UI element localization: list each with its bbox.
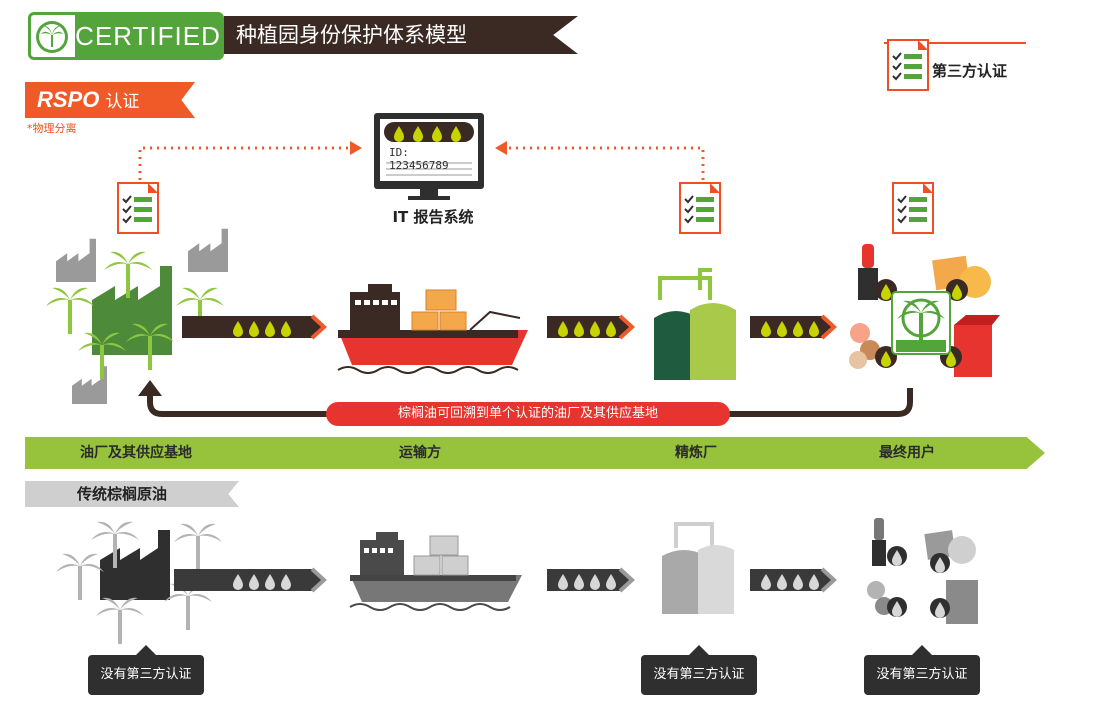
oil-flow-arrow (182, 314, 327, 340)
rspo-brand: RSPO (37, 87, 100, 112)
stage-end-user: 最终用户 (879, 445, 935, 461)
no-cert-end-user: 没有第三方认证 (864, 645, 980, 695)
stage-transport: 运输方 (399, 445, 441, 461)
cargo-ship-icon (337, 284, 528, 374)
traditional-refinery-icon (662, 522, 734, 614)
traditional-flow-arrow (547, 567, 635, 593)
no-cert-refinery: 没有第三方认证 (641, 645, 757, 695)
rspo-seal-icon (891, 291, 951, 355)
traceability-banner: 棕榈油可回溯到单个认证的油厂及其供应基地 (326, 402, 730, 426)
legend-label: 第三方认证 (932, 62, 1008, 80)
stage-mill: 油厂及其供应基地 (80, 445, 192, 461)
traditional-tag: 传统棕榈原油 (25, 481, 239, 507)
certification-doc-icon (892, 182, 934, 234)
certified-text: CERTIFIED (75, 15, 221, 57)
traditional-flow-arrow (174, 567, 327, 593)
it-system-label: IT 报告系统 (392, 208, 474, 226)
oil-flow-arrow (750, 314, 837, 340)
oil-flow-arrow (547, 314, 635, 340)
rspo-cert-word: 认证 (105, 92, 140, 112)
no-cert-mill: 没有第三方认证 (88, 645, 204, 695)
page-title: 种植园身份保护体系模型 (224, 16, 578, 54)
traditional-products-icon (867, 518, 978, 624)
oil-mill-icon (46, 228, 228, 404)
traditional-flow-arrow (750, 567, 837, 593)
separation-note: *物理分离 (27, 122, 77, 135)
legend-divider (884, 42, 1026, 44)
palm-logo-icon (36, 21, 68, 53)
supply-chain-band (25, 437, 1045, 469)
consumer-products-icon (849, 244, 1000, 377)
certification-doc-icon (117, 182, 159, 234)
certification-doc-icon (679, 182, 721, 234)
id-text: ID: 123456789 (389, 146, 449, 172)
it-monitor-icon (374, 113, 484, 200)
traditional-mill-icon (56, 521, 222, 644)
stage-refinery: 精炼厂 (675, 445, 717, 461)
refinery-icon (654, 268, 736, 380)
traditional-ship-icon (349, 532, 522, 611)
legend-checklist-icon (887, 39, 929, 91)
certified-badge: CERTIFIED (28, 12, 224, 60)
